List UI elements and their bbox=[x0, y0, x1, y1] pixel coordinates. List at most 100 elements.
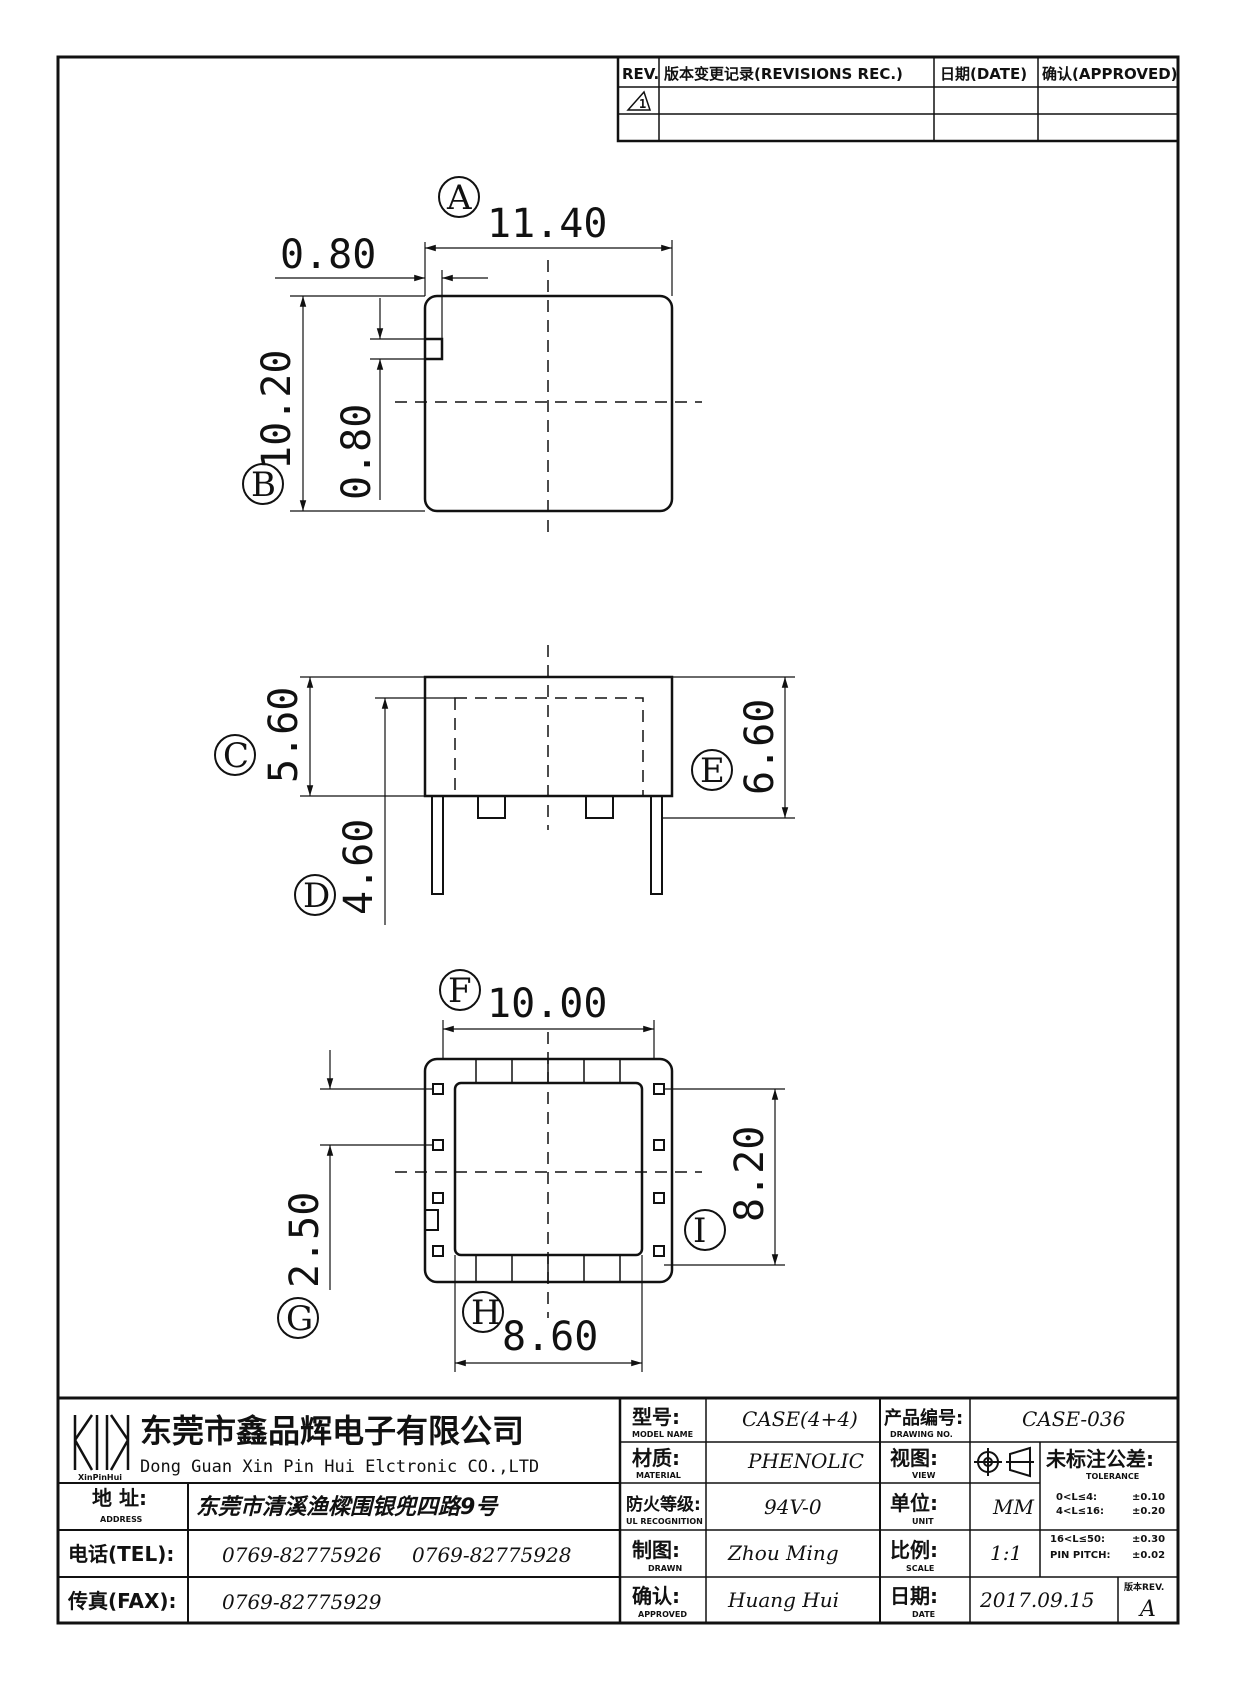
date-label-en: DATE bbox=[912, 1610, 935, 1619]
dim-d-value: 4.60 bbox=[336, 819, 382, 915]
label-f-badge: F bbox=[439, 969, 481, 1011]
tol-row-4-value: ±0.02 bbox=[1132, 1550, 1165, 1561]
label-f: F bbox=[448, 971, 472, 1011]
label-b: B bbox=[251, 465, 276, 505]
tol-row-1-range: 0<L≤4: bbox=[1056, 1492, 1097, 1503]
pin-hole bbox=[432, 1245, 444, 1257]
revision-table bbox=[616, 55, 1180, 143]
tel-label: 电话(TEL): bbox=[68, 1542, 174, 1566]
drawing-no-label: 产品编号: bbox=[884, 1407, 963, 1429]
unit-label-en: UNIT bbox=[912, 1517, 934, 1526]
tol-row-1-value: ±0.10 bbox=[1132, 1492, 1165, 1503]
label-c: C bbox=[223, 736, 249, 776]
pin-hole bbox=[432, 1192, 444, 1204]
drawn-label-en: DRAWN bbox=[648, 1564, 682, 1573]
revision-triangle-icon: 1 bbox=[626, 90, 652, 111]
model-value: CASE(4+4) bbox=[742, 1407, 858, 1431]
company-name-cn: 东莞市鑫品辉电子有限公司 bbox=[140, 1412, 524, 1450]
label-a: A bbox=[446, 178, 472, 218]
side-view-pin-left bbox=[431, 795, 444, 895]
fax-value: 0769-82775929 bbox=[222, 1590, 382, 1614]
tol-row-3-value: ±0.30 bbox=[1132, 1534, 1165, 1545]
scale-value: 1:1 bbox=[990, 1541, 1022, 1565]
version-label: 版本REV. bbox=[1123, 1581, 1164, 1593]
pin-hole bbox=[653, 1139, 665, 1151]
pin-hole bbox=[653, 1192, 665, 1204]
approved-value: Huang Hui bbox=[727, 1588, 839, 1612]
revision-triangle-number: 1 bbox=[639, 97, 646, 111]
side-view-foot-right bbox=[585, 795, 614, 819]
label-i-badge: I bbox=[684, 1209, 726, 1251]
pin-hole bbox=[653, 1083, 665, 1095]
material-label-en: MATERIAL bbox=[636, 1471, 681, 1480]
tolerance-label-en: TOLERANCE bbox=[1086, 1472, 1139, 1481]
label-d: D bbox=[303, 876, 330, 916]
top-view-tab bbox=[425, 337, 444, 361]
title-block-grid bbox=[58, 1396, 1178, 1623]
date-value: 2017.09.15 bbox=[979, 1588, 1095, 1612]
drawn-value: Zhou Ming bbox=[727, 1541, 839, 1565]
date-label: 日期: bbox=[890, 1584, 938, 1608]
pin-hole bbox=[432, 1139, 444, 1151]
dim-i-value: 8.20 bbox=[727, 1126, 773, 1222]
dim-a-value: 11.40 bbox=[487, 201, 607, 247]
label-d-badge: D bbox=[294, 874, 336, 916]
label-e: E bbox=[700, 751, 725, 791]
pin-hole bbox=[653, 1245, 665, 1257]
rev-header: REV. bbox=[622, 65, 659, 83]
address-label-en: ADDRESS bbox=[100, 1515, 143, 1524]
ul-value: 94V-0 bbox=[764, 1495, 822, 1519]
dim-tab-height-value: 0.80 bbox=[334, 404, 380, 500]
label-g-badge: G bbox=[277, 1297, 319, 1339]
address-label: 地 址: bbox=[92, 1486, 147, 1510]
view-label-en: VIEW bbox=[912, 1471, 936, 1480]
tolerance-label: 未标注公差: bbox=[1046, 1447, 1154, 1471]
label-b-badge: B bbox=[242, 463, 284, 505]
ul-label: 防火等级: bbox=[626, 1494, 701, 1515]
unit-label: 单位: bbox=[890, 1491, 938, 1515]
dim-b-value: 10.20 bbox=[254, 350, 300, 470]
side-view-pin-right bbox=[650, 795, 663, 895]
drawn-label: 制图: bbox=[632, 1538, 680, 1562]
model-label-en: MODEL NAME bbox=[632, 1430, 693, 1439]
dim-c-value: 5.60 bbox=[261, 687, 307, 783]
company-logo-icon bbox=[73, 1414, 130, 1471]
tol-row-4-range: PIN PITCH: bbox=[1050, 1550, 1110, 1561]
model-label: 型号: bbox=[632, 1405, 680, 1429]
dim-e-value: 6.60 bbox=[737, 699, 783, 795]
fax-label: 传真(FAX): bbox=[67, 1589, 177, 1613]
label-h-badge: H bbox=[462, 1291, 504, 1333]
record-header: 版本变更记录(REVISIONS REC.) bbox=[664, 65, 903, 83]
dim-f-value: 10.00 bbox=[487, 981, 607, 1027]
approved-header: 确认(APPROVED) bbox=[1042, 65, 1178, 83]
tel-value-1: 0769-82775926 bbox=[222, 1543, 382, 1567]
label-h: H bbox=[471, 1293, 501, 1333]
view-label: 视图: bbox=[890, 1446, 938, 1470]
label-i: I bbox=[693, 1211, 706, 1251]
version-value: A bbox=[1138, 1597, 1156, 1622]
tol-row-3-range: 16<L≤50: bbox=[1050, 1534, 1105, 1545]
tol-row-2-value: ±0.20 bbox=[1132, 1506, 1165, 1517]
scale-label-en: SCALE bbox=[906, 1564, 934, 1573]
tel-value-2: 0769-82775928 bbox=[412, 1543, 571, 1567]
scale-label: 比例: bbox=[890, 1538, 938, 1562]
label-a-badge: A bbox=[438, 176, 480, 218]
projection-symbol-icon bbox=[974, 1446, 1034, 1478]
material-value: PHENOLIC bbox=[747, 1449, 864, 1473]
tol-row-2-range: 4<L≤16: bbox=[1056, 1506, 1104, 1517]
side-view-inner bbox=[454, 697, 644, 797]
dim-h-value: 8.60 bbox=[502, 1314, 598, 1360]
drawing-no-label-en: DRAWING NO. bbox=[890, 1430, 953, 1439]
approved-label: 确认: bbox=[632, 1584, 680, 1608]
date-header: 日期(DATE) bbox=[940, 65, 1027, 83]
material-label: 材质: bbox=[632, 1446, 680, 1470]
unit-value: MM bbox=[992, 1495, 1034, 1519]
bottom-view-inner bbox=[453, 1081, 644, 1257]
pin-hole bbox=[432, 1083, 444, 1095]
label-e-badge: E bbox=[691, 749, 733, 791]
dim-tab-width-value: 0.80 bbox=[280, 232, 376, 278]
side-view bbox=[300, 645, 795, 925]
approved-label-en: APPROVED bbox=[638, 1610, 687, 1619]
ul-label-en: UL RECOGNITION bbox=[626, 1517, 703, 1526]
